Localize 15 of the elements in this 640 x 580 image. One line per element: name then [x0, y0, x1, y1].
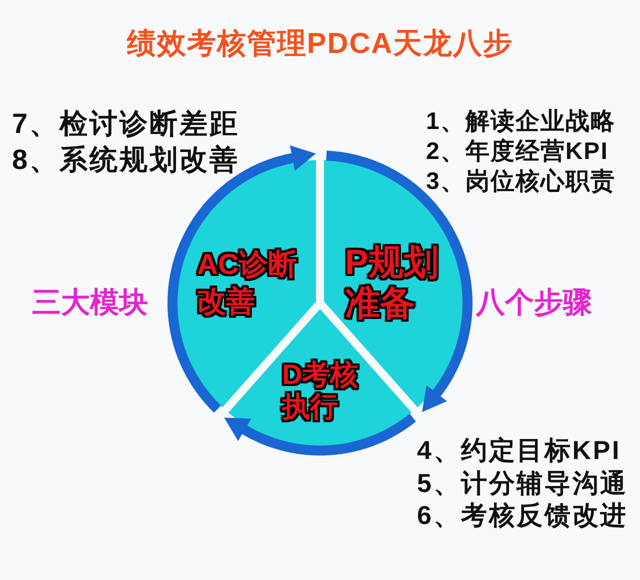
sector-label: AC诊断改善	[197, 248, 298, 320]
step-text: 5、计分辅导沟通	[417, 466, 628, 499]
side-label: 八个步骤	[476, 286, 592, 321]
step-text: 6、考核反馈改进	[417, 499, 628, 532]
step-text: 2、年度经营KPI	[426, 137, 608, 167]
step-text: 3、岗位核心职责	[426, 167, 616, 197]
step-text: 1、解读企业战略	[426, 107, 616, 137]
side-label: 三大模块	[32, 286, 148, 321]
sector-label: D考核执行	[282, 359, 360, 423]
diagram-title: 绩效考核管理PDCA天龙八步	[126, 27, 514, 62]
step-text: 4、约定目标KPI	[417, 434, 622, 466]
step-text: 8、系统规划改善	[12, 143, 240, 177]
sector-label: P规划准备	[345, 242, 440, 324]
cycle-arrow	[222, 413, 416, 456]
step-text: 7、检讨诊断差距	[12, 107, 240, 141]
